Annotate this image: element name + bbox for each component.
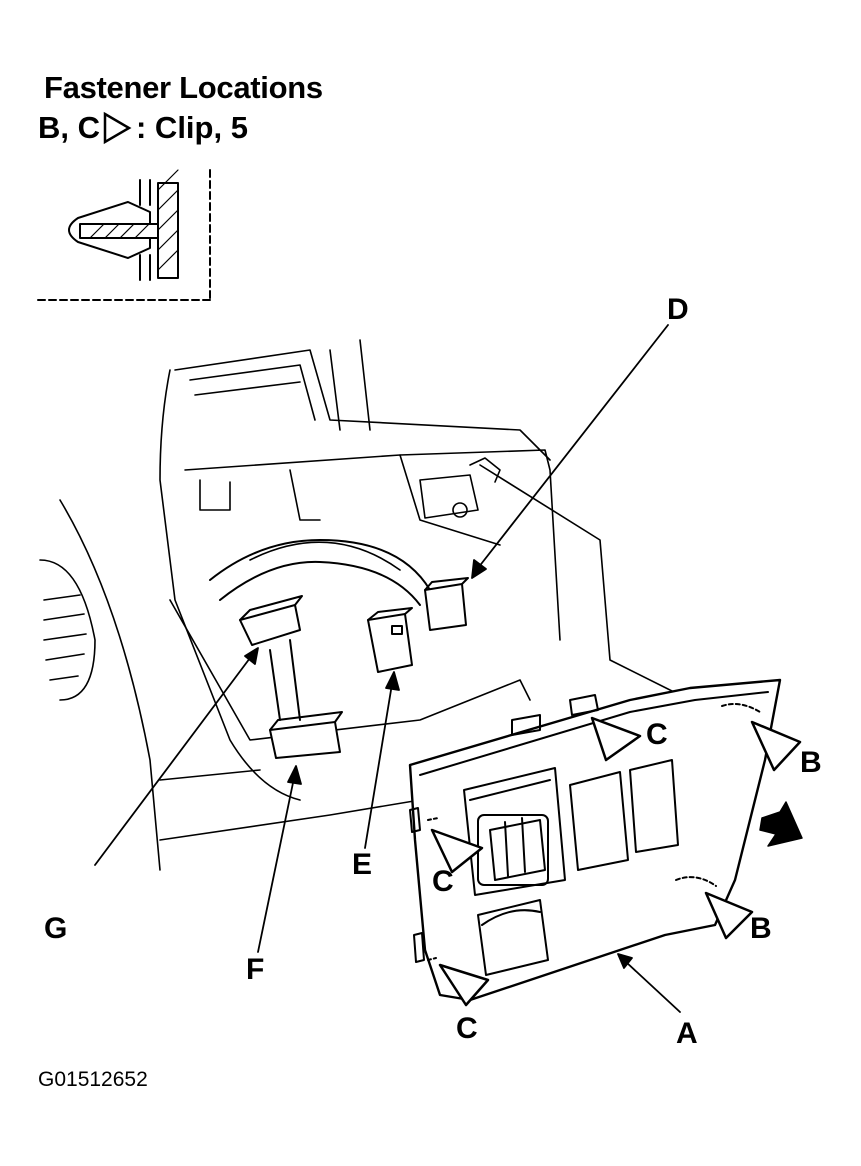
connector-d <box>424 577 469 631</box>
clip-c1-icon <box>590 716 642 762</box>
connector-g <box>239 595 303 646</box>
label-e: E <box>352 848 373 881</box>
clip-b1-icon <box>750 720 802 772</box>
label-d: D <box>667 293 689 326</box>
label-c-top: C <box>646 718 668 751</box>
clip-triangle-icon <box>103 111 132 145</box>
diagram-title: Fastener Locations <box>44 70 323 105</box>
label-b-top: B <box>800 746 822 779</box>
label-g: G <box>44 912 68 945</box>
clip-b2-icon <box>704 891 754 940</box>
connector-f <box>269 711 343 759</box>
leader-lines <box>94 324 681 1013</box>
label-c-middle: C <box>432 865 454 898</box>
clip-c3-icon <box>438 963 490 1007</box>
legend-prefix: B, C <box>38 110 100 145</box>
fastener-legend: B, C : Clip, 5 <box>38 110 248 146</box>
panel-a <box>408 678 782 1002</box>
wiring-harness <box>209 539 431 721</box>
connector-e <box>367 607 413 673</box>
legend-suffix: : Clip, 5 <box>136 110 248 145</box>
removal-direction-arrow-icon <box>759 801 803 847</box>
clip-detail-inset <box>37 169 211 301</box>
figure-id: G01512652 <box>38 1068 148 1091</box>
clip-markers <box>430 716 802 1007</box>
clip-c2-icon <box>430 828 484 874</box>
label-b-bottom: B <box>750 912 772 945</box>
label-a: A <box>676 1017 698 1050</box>
label-f: F <box>246 953 265 986</box>
label-c-bottom: C <box>456 1012 478 1045</box>
dashboard-structure <box>39 339 691 871</box>
